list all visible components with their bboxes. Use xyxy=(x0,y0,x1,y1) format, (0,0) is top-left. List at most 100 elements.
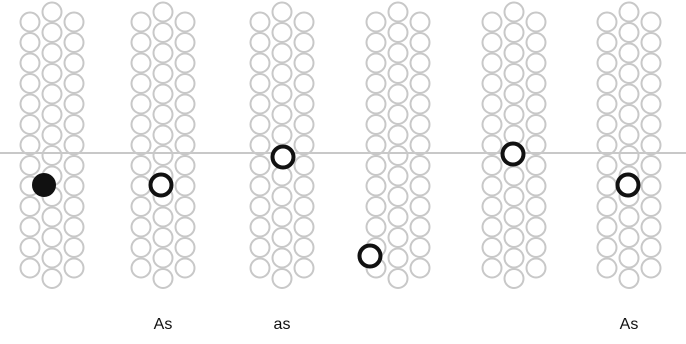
ghost-bead xyxy=(21,259,40,278)
ghost-bead xyxy=(598,115,617,134)
ghost-bead xyxy=(295,54,314,73)
ghost-bead xyxy=(620,146,639,165)
ghost-bead xyxy=(642,136,661,155)
ghost-bead xyxy=(273,23,292,42)
ghost-bead xyxy=(411,95,430,114)
ghost-bead xyxy=(598,13,617,32)
ghost-bead xyxy=(367,197,386,216)
ghost-bead xyxy=(251,13,270,32)
ghost-bead xyxy=(176,177,195,196)
ghost-bead xyxy=(483,13,502,32)
ghost-bead xyxy=(483,197,502,216)
open-marker xyxy=(618,175,639,196)
ghost-bead xyxy=(43,44,62,63)
ghost-bead xyxy=(411,218,430,237)
ghost-bead xyxy=(527,156,546,175)
ghost-bead xyxy=(411,156,430,175)
ghost-bead xyxy=(505,167,524,186)
ghost-bead xyxy=(389,85,408,104)
ghost-bead xyxy=(483,259,502,278)
ghost-bead xyxy=(176,13,195,32)
ghost-bead xyxy=(43,85,62,104)
ghost-bead xyxy=(295,115,314,134)
ghost-bead xyxy=(389,269,408,288)
ghost-bead xyxy=(620,269,639,288)
ghost-bead xyxy=(132,238,151,257)
ghost-bead xyxy=(483,33,502,52)
ghost-bead xyxy=(176,197,195,216)
ghost-bead xyxy=(154,228,173,247)
ghost-bead xyxy=(251,238,270,257)
ghost-bead xyxy=(598,238,617,257)
ghost-bead xyxy=(411,238,430,257)
filled-marker xyxy=(33,174,55,196)
ghost-bead xyxy=(598,259,617,278)
ghost-bead xyxy=(43,269,62,288)
ghost-bead xyxy=(411,259,430,278)
ghost-bead xyxy=(295,197,314,216)
ghost-bead xyxy=(367,13,386,32)
ghost-bead xyxy=(527,33,546,52)
ghost-bead xyxy=(65,156,84,175)
ghost-bead xyxy=(620,23,639,42)
ghost-bead xyxy=(176,218,195,237)
ghost-bead xyxy=(251,197,270,216)
ghost-bead xyxy=(176,156,195,175)
ghost-bead xyxy=(527,74,546,93)
ghost-bead xyxy=(65,115,84,134)
ghost-bead xyxy=(43,146,62,165)
ghost-bead xyxy=(176,115,195,134)
ghost-bead xyxy=(132,156,151,175)
ghost-bead xyxy=(483,54,502,73)
ghost-bead xyxy=(598,74,617,93)
ghost-bead xyxy=(132,74,151,93)
ghost-bead xyxy=(527,218,546,237)
ghost-bead xyxy=(251,115,270,134)
ghost-bead xyxy=(295,95,314,114)
ghost-bead xyxy=(273,85,292,104)
ghost-bead xyxy=(21,95,40,114)
ghost-bead xyxy=(273,249,292,268)
ghost-bead xyxy=(527,95,546,114)
ghost-bead xyxy=(483,115,502,134)
ghost-bead xyxy=(411,13,430,32)
ghost-bead xyxy=(21,238,40,257)
ghost-bead xyxy=(598,54,617,73)
ghost-bead xyxy=(598,218,617,237)
ghost-bead xyxy=(21,54,40,73)
ghost-bead xyxy=(273,105,292,124)
ghost-bead xyxy=(620,126,639,145)
ghost-bead xyxy=(251,74,270,93)
ghost-bead xyxy=(295,238,314,257)
ghost-bead xyxy=(598,33,617,52)
ghost-bead xyxy=(642,33,661,52)
ghost-bead xyxy=(483,136,502,155)
ghost-bead xyxy=(505,105,524,124)
ghost-bead xyxy=(389,228,408,247)
ghost-bead xyxy=(642,197,661,216)
ghost-bead xyxy=(251,136,270,155)
ghost-bead xyxy=(21,136,40,155)
ghost-bead xyxy=(176,259,195,278)
ghost-bead xyxy=(176,33,195,52)
ghost-bead xyxy=(367,95,386,114)
ghost-bead xyxy=(132,33,151,52)
ghost-bead xyxy=(527,115,546,134)
ghost-bead xyxy=(43,23,62,42)
ghost-bead xyxy=(154,249,173,268)
ghost-bead xyxy=(389,187,408,206)
ghost-bead xyxy=(505,269,524,288)
ghost-bead xyxy=(505,85,524,104)
ghost-bead xyxy=(411,136,430,155)
ghost-bead xyxy=(389,167,408,186)
ghost-bead xyxy=(505,3,524,22)
ghost-bead xyxy=(505,64,524,83)
ghost-bead xyxy=(43,64,62,83)
ghost-bead xyxy=(132,13,151,32)
ghost-bead xyxy=(154,85,173,104)
ghost-bead xyxy=(642,54,661,73)
ghost-bead xyxy=(43,228,62,247)
ghost-bead xyxy=(21,74,40,93)
ghost-bead xyxy=(295,156,314,175)
ghost-bead xyxy=(620,3,639,22)
